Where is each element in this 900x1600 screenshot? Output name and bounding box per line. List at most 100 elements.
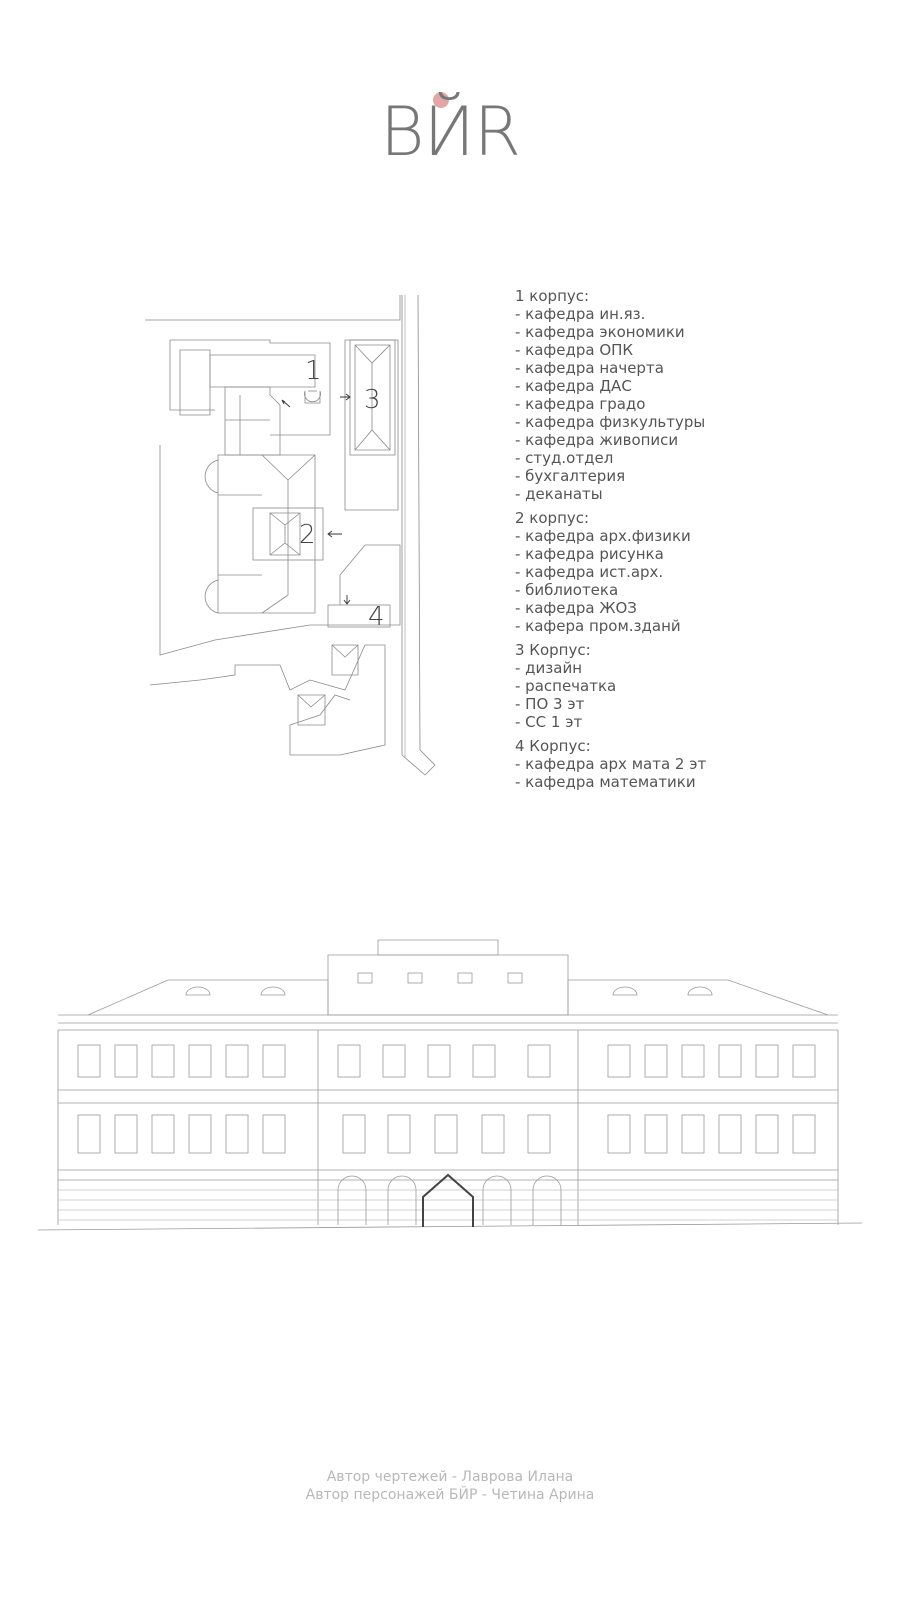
window bbox=[718, 1114, 742, 1154]
building-label-3: 3 bbox=[364, 385, 381, 415]
legend-group-1: 1 корпус: - кафедра ин.яз. - кафедра эко… bbox=[515, 287, 875, 503]
window bbox=[644, 1044, 668, 1078]
site-boundary-3 bbox=[159, 445, 401, 656]
building-2-outline bbox=[217, 454, 316, 614]
window bbox=[472, 1044, 496, 1078]
legend-item: - кафедра живописи bbox=[515, 431, 679, 449]
building-label-2: 2 bbox=[299, 520, 316, 550]
windows-middle bbox=[77, 1114, 816, 1154]
logo-text: ВЙR bbox=[379, 93, 521, 172]
legend-item: - распечатка bbox=[515, 677, 617, 695]
window bbox=[681, 1044, 705, 1078]
arch bbox=[482, 1175, 512, 1225]
window bbox=[337, 1044, 361, 1078]
window bbox=[151, 1044, 175, 1078]
building-4-annex bbox=[331, 644, 359, 676]
logo: ВЙR bbox=[375, 88, 525, 178]
credits-drawings: Автор чертежей - Лаврова Илана bbox=[326, 1469, 574, 1485]
legend-item: - дизайн bbox=[515, 659, 583, 677]
window bbox=[188, 1114, 212, 1154]
legend-item: - кафедра арх мата 2 эт bbox=[515, 755, 707, 773]
entrance-arches bbox=[337, 1175, 562, 1225]
legend-group-title: 3 Корпус: bbox=[515, 641, 591, 659]
roof-window bbox=[357, 972, 373, 984]
building-5-annex bbox=[297, 694, 326, 726]
roof-center bbox=[327, 954, 569, 1016]
legend-item: - СС 1 эт bbox=[515, 713, 583, 731]
legend-item: - кафедра ин.яз. bbox=[515, 305, 646, 323]
legend-item: - кафера пром.зданй bbox=[515, 617, 681, 635]
window bbox=[481, 1114, 505, 1154]
site-boundary-2 bbox=[169, 340, 215, 411]
building-4 bbox=[327, 604, 391, 628]
legend-item: - кафедра арх.физики bbox=[515, 527, 691, 545]
window bbox=[755, 1044, 779, 1078]
legend-item: - кафедра начерта bbox=[515, 359, 664, 377]
site-boundary-5 bbox=[149, 644, 386, 756]
windows-upper bbox=[77, 1044, 816, 1078]
legend-group-title: 4 Корпус: bbox=[515, 737, 591, 755]
legend-item: - кафедра математики bbox=[515, 773, 696, 791]
logo-dot bbox=[433, 92, 449, 108]
site-boundary-6 bbox=[289, 694, 351, 755]
window bbox=[77, 1114, 101, 1154]
center-risalit bbox=[317, 1030, 579, 1225]
legend-group-title: 2 корпус: bbox=[515, 509, 590, 527]
legend-item: - бухгалтерия bbox=[515, 467, 626, 485]
arch bbox=[337, 1175, 367, 1225]
main-entrance bbox=[422, 1173, 474, 1227]
roof-right bbox=[567, 979, 829, 1016]
window bbox=[427, 1044, 451, 1078]
site-boundary-top bbox=[145, 295, 401, 321]
legend-item: - кафедра градо bbox=[515, 395, 646, 413]
building-3-roof bbox=[354, 344, 391, 451]
rustication bbox=[58, 1189, 838, 1221]
logo-graphic bbox=[433, 92, 449, 108]
legend-group-4: 4 Корпус: - кафедра арх мата 2 эт - кафе… bbox=[515, 737, 875, 791]
legend-item: - кафедра рисунка bbox=[515, 545, 664, 563]
arrow-1 bbox=[281, 399, 291, 408]
street-edge bbox=[401, 295, 436, 776]
floor-bands bbox=[58, 1089, 838, 1181]
arrow-4 bbox=[343, 595, 351, 605]
legend-item: - ПО 3 эт bbox=[515, 695, 585, 713]
window bbox=[114, 1044, 138, 1078]
window bbox=[225, 1044, 249, 1078]
roof-windows bbox=[185, 972, 713, 996]
roof-top bbox=[377, 939, 499, 956]
window bbox=[188, 1044, 212, 1078]
site-plan: 1 2 3 4 bbox=[145, 295, 436, 776]
window bbox=[114, 1114, 138, 1154]
building-legend: 1 корпус: - кафедра ин.яз. - кафедра эко… bbox=[515, 287, 875, 797]
window bbox=[607, 1114, 631, 1154]
legend-item: - кафедра ЖОЗ bbox=[515, 599, 637, 617]
credits: Автор чертежей - Лаврова Илана Автор пер… bbox=[0, 1468, 900, 1504]
cornice bbox=[58, 1014, 838, 1031]
building-1-body bbox=[224, 386, 281, 456]
arch bbox=[387, 1175, 417, 1225]
window bbox=[387, 1114, 411, 1154]
roof-window bbox=[507, 972, 523, 984]
window bbox=[434, 1114, 458, 1154]
window bbox=[77, 1044, 101, 1078]
arrow-3 bbox=[340, 393, 351, 401]
window bbox=[718, 1044, 742, 1078]
legend-group-2: 2 корпус: - кафедра арх.физики - кафедра… bbox=[515, 509, 875, 635]
building-1-rotunda bbox=[304, 390, 321, 404]
arrow-2 bbox=[327, 530, 342, 538]
roof-left bbox=[87, 979, 329, 1016]
legend-item: - кафедра физкультуры bbox=[515, 413, 706, 431]
window bbox=[527, 1114, 551, 1154]
ground-line bbox=[38, 1222, 862, 1231]
facade-drawing bbox=[38, 939, 862, 1231]
window bbox=[382, 1044, 406, 1078]
window bbox=[792, 1044, 816, 1078]
window bbox=[342, 1114, 366, 1154]
arch bbox=[532, 1175, 562, 1225]
window bbox=[262, 1114, 286, 1154]
window bbox=[607, 1044, 631, 1078]
building-2-apses bbox=[204, 459, 219, 614]
building-2-center-roof bbox=[269, 512, 301, 556]
window bbox=[755, 1114, 779, 1154]
dormer-windows bbox=[185, 986, 713, 996]
